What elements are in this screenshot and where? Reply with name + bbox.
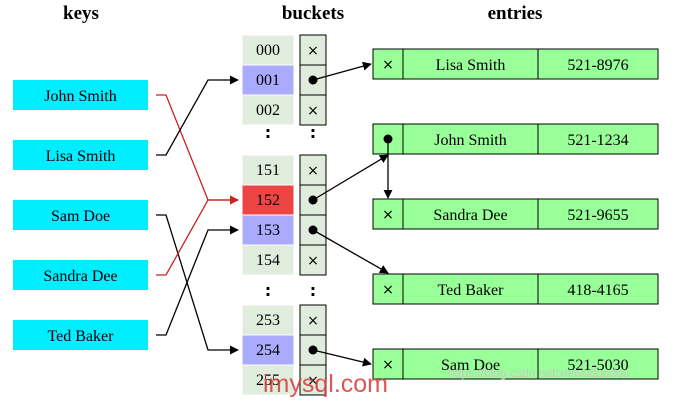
bucket-index-254: 254: [256, 342, 280, 359]
entry-name-sam-doe: Sam Doe: [441, 357, 500, 374]
bucket-002: [241, 94, 295, 126]
null-mark-002: ×: [307, 103, 319, 119]
entry-phone-sam-doe: 521-5030: [567, 357, 628, 374]
bucket-index-001: 001: [256, 72, 280, 89]
bucket-slot-255: [299, 364, 327, 396]
entry-null-ted-baker: ×: [382, 282, 394, 298]
entry-phone-lisa-smith: 521-8976: [567, 57, 628, 74]
bucket-154: [241, 244, 295, 276]
entry-sandra-dee: [372, 198, 659, 230]
null-mark-151: ×: [307, 163, 319, 179]
bucket-index-151: 151: [256, 162, 280, 179]
key-label-lisa-smith: Lisa Smith: [46, 148, 116, 165]
link-john-smith-to-152: [156, 94, 239, 205]
pointer-152-to-john-smith: [312, 154, 389, 201]
key-box-ted-baker: [13, 320, 148, 350]
key-box-lisa-smith: [13, 140, 148, 170]
pointer-254-to-sam-doe: [312, 349, 372, 367]
buckets-header: buckets: [282, 3, 344, 24]
null-mark-000: ×: [307, 43, 319, 59]
bucket-index-255: 255: [256, 372, 280, 389]
pointer-links: [312, 61, 393, 367]
entry-phone-john-smith: 521-1234: [567, 132, 628, 149]
bucket-slot-253: [299, 304, 327, 336]
gap-2-index: :: [265, 281, 271, 300]
link-sandra-dee-to-152: [156, 195, 239, 276]
null-mark-253: ×: [307, 313, 319, 329]
key-box-sam-doe: [13, 200, 148, 230]
bucket-253: [241, 304, 295, 336]
bucket-153: [241, 214, 295, 246]
entry-john-smith: [372, 123, 659, 155]
entries-header: entries: [488, 3, 543, 24]
null-mark-154: ×: [307, 253, 319, 269]
key-to-bucket-links: [156, 75, 239, 355]
bucket-254: [241, 334, 295, 366]
link-lisa-smith-to-001: [156, 75, 239, 156]
bucket-index-002: 002: [256, 102, 280, 119]
entry-null-lisa-smith: ×: [382, 57, 394, 73]
pointer-001-to-lisa-smith: [312, 61, 372, 81]
entry-name-ted-baker: Ted Baker: [438, 282, 505, 299]
bucket-index-152: 152: [256, 192, 280, 209]
entry-sam-doe: [372, 348, 659, 380]
key-label-ted-baker: Ted Baker: [48, 328, 115, 345]
bucket-151: [241, 154, 295, 186]
key-box-sandra-dee: [13, 260, 148, 290]
bucket-slot-002: [299, 94, 327, 126]
gap-2-slot: :: [310, 281, 316, 300]
entry-null-sandra-dee: ×: [382, 207, 394, 223]
key-label-sam-doe: Sam Doe: [51, 208, 110, 225]
entry-ted-baker: [372, 273, 659, 305]
bucket-index-154: 154: [256, 252, 280, 269]
key-label-sandra-dee: Sandra Dee: [43, 268, 117, 285]
entry-null-sam-doe: ×: [382, 357, 394, 373]
entry-name-sandra-dee: Sandra Dee: [433, 207, 507, 224]
entry-lisa-smith: [372, 48, 659, 80]
entry-name-john-smith: John Smith: [434, 132, 506, 149]
watermark-logo: imysql.com: [263, 370, 388, 398]
watermark-url: https://blog.csdn.net/xiewuduodou: [448, 366, 629, 380]
bucket-index-000: 000: [256, 42, 280, 59]
gap-1-slot: :: [310, 123, 316, 142]
entry-phone-ted-baker: 418-4165: [567, 282, 628, 299]
pointer-153-to-ted-baker: [312, 229, 389, 274]
entry-name-lisa-smith: Lisa Smith: [436, 57, 506, 74]
bucket-slot-154: [299, 244, 327, 276]
bucket-index-153: 153: [256, 222, 280, 239]
gap-1-index: :: [265, 123, 271, 142]
bucket-index-253: 253: [256, 312, 280, 329]
null-mark-255: ×: [307, 373, 319, 389]
key-label-john-smith: John Smith: [44, 88, 116, 105]
key-box-john-smith: [13, 80, 148, 110]
bucket-255: [241, 364, 295, 396]
keys-header: keys: [63, 3, 99, 24]
link-ted-baker-to-153: [156, 225, 239, 336]
entry-phone-sandra-dee: 521-9655: [567, 207, 628, 224]
bucket-152: [241, 184, 295, 216]
